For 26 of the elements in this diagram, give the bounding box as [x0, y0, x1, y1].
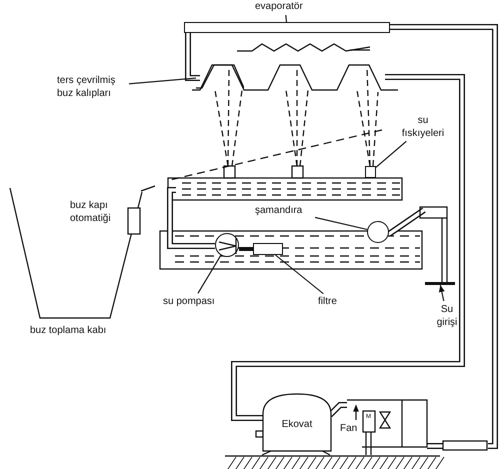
part-label: Ekovat: [280, 418, 314, 431]
part-label: su pompası: [163, 295, 223, 308]
pump-symbol: [215, 233, 239, 257]
part-label: ters çevrilmiş buz kalıpları: [57, 74, 127, 100]
leader-line: [197, 255, 222, 294]
part-label: evaporatör: [255, 0, 315, 13]
spray-nozzle: [365, 166, 376, 178]
leader-line: [376, 140, 407, 168]
filter-box: [253, 243, 283, 255]
float-ball: [367, 221, 389, 243]
leader-line: [314, 216, 368, 230]
inlet-pipe-mouth: [425, 282, 455, 285]
compressor-shape: [262, 392, 332, 452]
leader-line: [275, 254, 324, 294]
part-label: Su girişi: [432, 303, 462, 329]
ice-mold: [196, 62, 244, 90]
part-label: şamandıra: [255, 204, 315, 217]
part-label: Fan: [340, 422, 358, 435]
part-label: filtre: [318, 295, 348, 308]
part-label: buz kapı otomatiği: [70, 199, 112, 225]
evaporator-pipe: [184, 22, 390, 33]
part-label: su fıskıyeleri: [397, 114, 449, 140]
part-label: buz toplama kabı: [30, 324, 108, 337]
arrow: [438, 284, 445, 302]
leader-line: [285, 14, 288, 22]
leader-line: [128, 78, 196, 84]
